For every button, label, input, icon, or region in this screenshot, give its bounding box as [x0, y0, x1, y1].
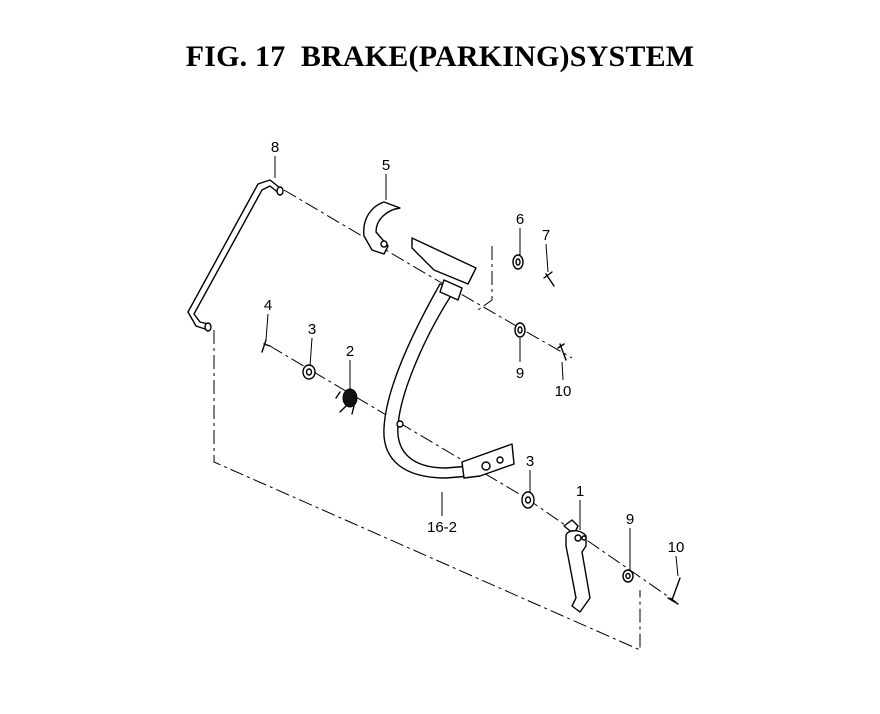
callout-10-lower: 10	[668, 539, 685, 556]
callout-3-lower: 3	[526, 453, 534, 470]
callout-labels: 8 5 6 7 4 3 2 9 10 3 1 9 10 16-2	[264, 139, 685, 556]
callout-4: 4	[264, 297, 272, 314]
callout-16-2: 16-2	[427, 519, 457, 536]
part-4-pin	[261, 339, 271, 353]
callout-7: 7	[542, 227, 550, 244]
part-10-pin-lower	[667, 577, 681, 605]
part-9-washer-upper	[514, 322, 526, 338]
part-5-bracket	[363, 201, 401, 255]
part-3-washer-lower	[521, 491, 535, 509]
callout-10-upper: 10	[555, 383, 572, 400]
part-7-pin	[543, 271, 555, 287]
figure-title: FIG. 17 BRAKE(PARKING)SYSTEM	[185, 40, 695, 73]
part-2-spring	[335, 388, 358, 415]
part-1-lever	[563, 519, 591, 613]
callout-2: 2	[346, 343, 354, 360]
callout-8: 8	[271, 139, 279, 156]
part-9-washer-lower	[622, 569, 634, 583]
part-10-pin-upper	[557, 343, 567, 361]
callout-9-lower: 9	[626, 511, 634, 528]
part-8-rod	[187, 179, 284, 332]
part-6-washer	[512, 254, 524, 270]
callout-9-upper: 9	[516, 365, 524, 382]
callout-1: 1	[576, 483, 584, 500]
leader-lines	[265, 156, 679, 577]
callout-5: 5	[382, 157, 390, 174]
callout-3-upper: 3	[308, 321, 316, 338]
part-16-2-pedal-arm	[383, 237, 515, 479]
callout-6: 6	[516, 211, 524, 228]
part-3-washer-upper	[302, 364, 316, 380]
assembly-axes	[213, 189, 677, 651]
